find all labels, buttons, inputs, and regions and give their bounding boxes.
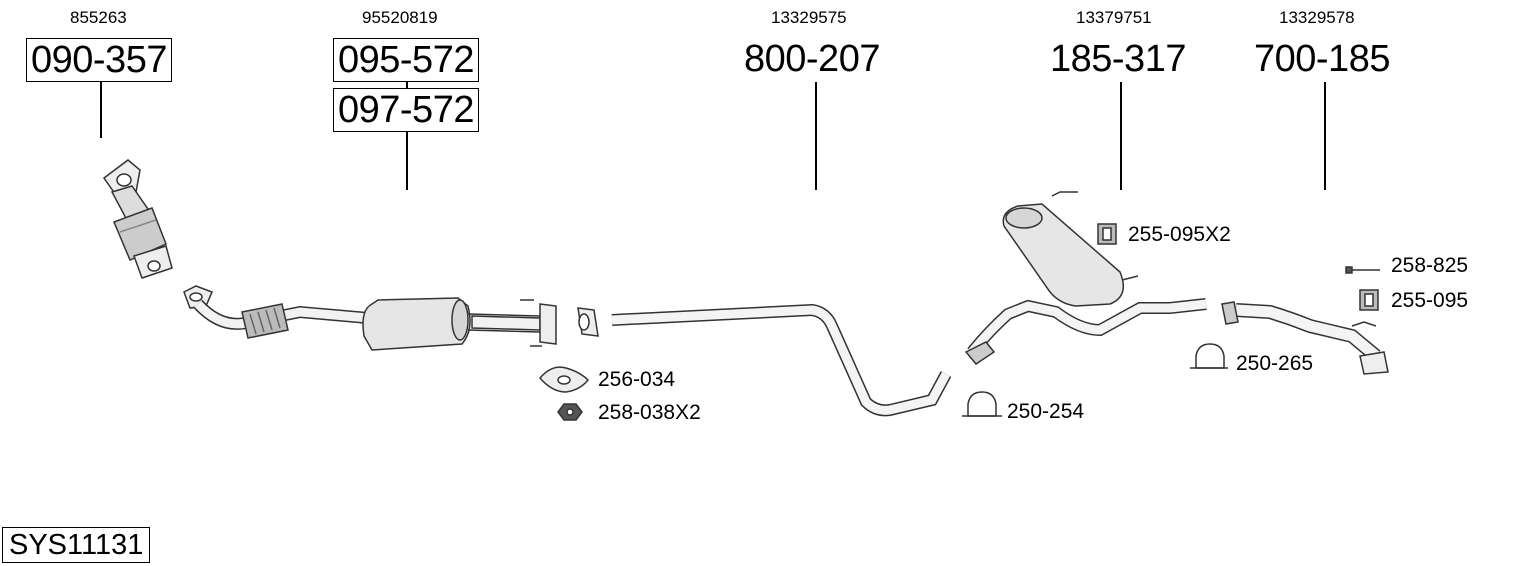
- gasket-icon: [539, 366, 590, 393]
- part-number-label: 800-207: [744, 38, 880, 80]
- catalytic-converter-090-357: [102, 159, 173, 279]
- part-number-label: 090-357: [26, 38, 172, 82]
- oem-number: 13329578: [1279, 8, 1355, 27]
- oem-number: 13329575: [771, 8, 847, 27]
- accessory-label: 250-265: [1236, 352, 1314, 375]
- accessory-label: 255-095: [1391, 289, 1469, 312]
- rubber-mount-icon: [1359, 289, 1379, 311]
- accessory-label: 255-095X2: [1128, 223, 1231, 246]
- accessory-label: 250-254: [1007, 400, 1085, 423]
- accessory-label: 256-034: [598, 368, 676, 391]
- clamp-icon: [962, 391, 1002, 417]
- part-number-label: 700-185: [1254, 38, 1390, 80]
- oem-number: 855263: [70, 8, 127, 27]
- tail-pipe-700-185: [1221, 301, 1389, 375]
- rubber-mount-icon: [1097, 223, 1117, 245]
- oem-number: 13379751: [1076, 8, 1152, 27]
- accessory-label: 258-825: [1391, 254, 1469, 277]
- rear-silencer-185-317: [964, 191, 1207, 365]
- bolt-icon: [1345, 266, 1380, 274]
- oem-number: 95520819: [362, 8, 438, 27]
- part-number-label: 097-572: [333, 88, 479, 132]
- part-number-label: 095-572: [333, 38, 479, 82]
- nut-icon: [557, 403, 583, 421]
- clamp-icon: [1190, 343, 1228, 369]
- front-pipe-095-572: [183, 285, 557, 351]
- accessory-label: 258-038X2: [598, 401, 701, 424]
- part-number-label: 185-317: [1050, 38, 1186, 80]
- intermediate-pipe-800-207: [577, 303, 952, 417]
- system-code-label: SYS11131: [2, 527, 151, 563]
